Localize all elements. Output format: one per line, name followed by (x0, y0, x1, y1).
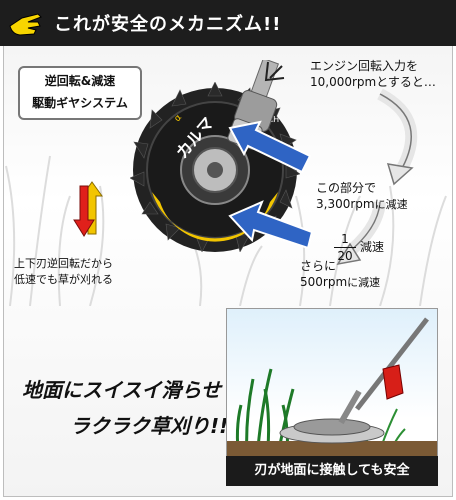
ratio-word: 減速 (360, 240, 385, 254)
second-reduction-suffix: に減速 (347, 276, 381, 289)
updown-note-line1: 上下刃逆回転だから (14, 257, 113, 270)
page-title: これが安全のメカニズム!! (54, 14, 282, 35)
usage-illustration (226, 308, 438, 466)
blue-pointer-arrows (228, 120, 314, 250)
safety-banner: 刃が地面に接触しても安全 (226, 456, 438, 486)
header-bar: これが安全のメカニズム!! (0, 0, 456, 46)
gear-system-label: 逆回転&減速 駆動ギヤシステム (18, 66, 142, 120)
first-reduction-suffix: に減速 (374, 198, 408, 211)
ratio-bar (334, 247, 356, 248)
second-reduction-line1: さらに (300, 259, 337, 273)
first-reduction-line1: この部分で (316, 181, 377, 195)
slogan-line2: ラクラク草刈り!! (70, 414, 229, 438)
engine-input-line2: 10,000rpmとすると… (310, 75, 436, 89)
first-reduction-note: この部分で 3,300rpmに減速 (316, 180, 408, 213)
flow-arrows-icon (264, 61, 418, 266)
gear-label-line2: 駆動ギヤシステム (32, 96, 128, 110)
reduction-ratio: 1 20 (334, 232, 356, 263)
grass-background (5, 155, 447, 306)
ratio-numerator: 1 (341, 232, 349, 246)
updown-blade-note: 上下刃逆回転だから 低速でも草が刈れる (14, 256, 113, 288)
engine-input-line1: エンジン回転入力を (310, 59, 419, 73)
slogan-line1: 地面にスイスイ滑らせ (22, 378, 221, 402)
second-reduction-note: さらに 500rpmに減速 (300, 258, 380, 291)
engine-input-note: エンジン回転入力を 10,000rpmとすると… (310, 58, 436, 90)
blade-graphic: ÎDECH カルマ α (130, 82, 300, 252)
hand-pointer-icon (9, 13, 42, 36)
trimmer-on-ground-illustration (227, 317, 437, 465)
blade-product-suffix: α (173, 113, 185, 124)
reverse-rotation-arrows-icon (73, 181, 103, 237)
second-reduction-value: 500rpm (300, 275, 348, 289)
gear-label-line1: 逆回転&減速 (44, 74, 116, 88)
first-reduction-value: 3,300rpm (316, 197, 375, 211)
ratio-denominator: 20 (337, 249, 353, 263)
updown-note-line2: 低速でも草が刈れる (14, 273, 113, 286)
